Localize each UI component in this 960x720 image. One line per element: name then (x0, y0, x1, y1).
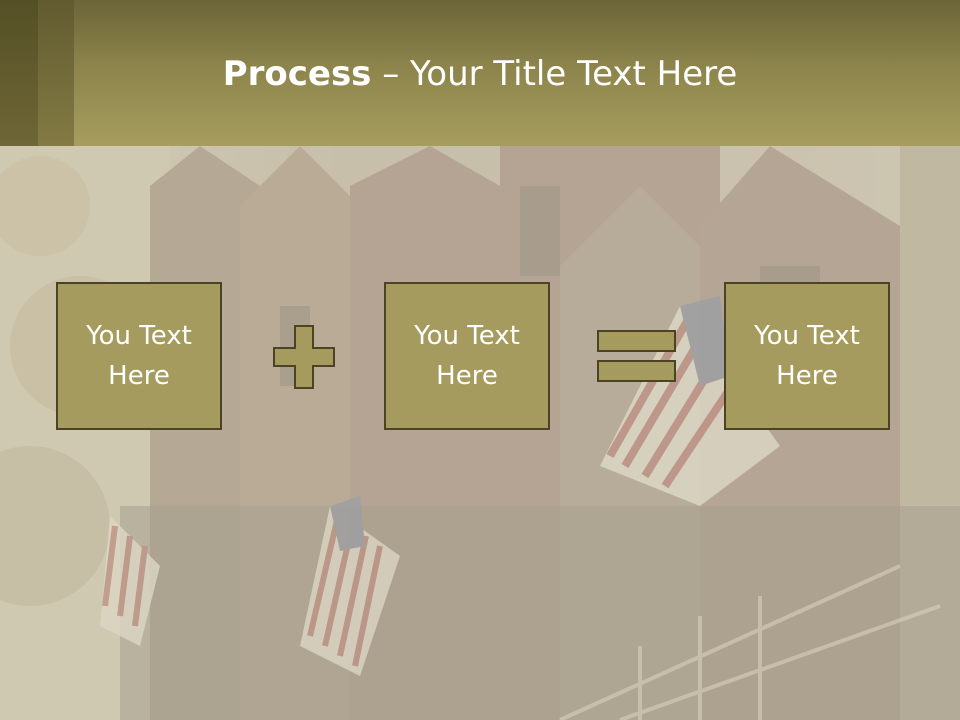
header-accent-strip (38, 0, 74, 146)
slide-title-rest: – Your Title Text Here (371, 54, 738, 94)
equals-icon (597, 330, 676, 382)
header-accent-strip (0, 0, 38, 146)
photo-overlay (0, 146, 960, 720)
process-box-label: You Text Here (414, 321, 520, 391)
process-box-1[interactable]: You Text Here (56, 282, 222, 430)
slide-title-bold: Process (222, 54, 372, 94)
title-bar: Process – Your Title Text Here (0, 0, 960, 146)
plus-icon (273, 325, 335, 389)
slide-title[interactable]: Process – Your Title Text Here (0, 52, 960, 96)
process-box-label: You Text Here (86, 321, 192, 391)
process-box-3[interactable]: You Text Here (724, 282, 890, 430)
process-box-2[interactable]: You Text Here (384, 282, 550, 430)
process-box-label: You Text Here (754, 321, 860, 391)
